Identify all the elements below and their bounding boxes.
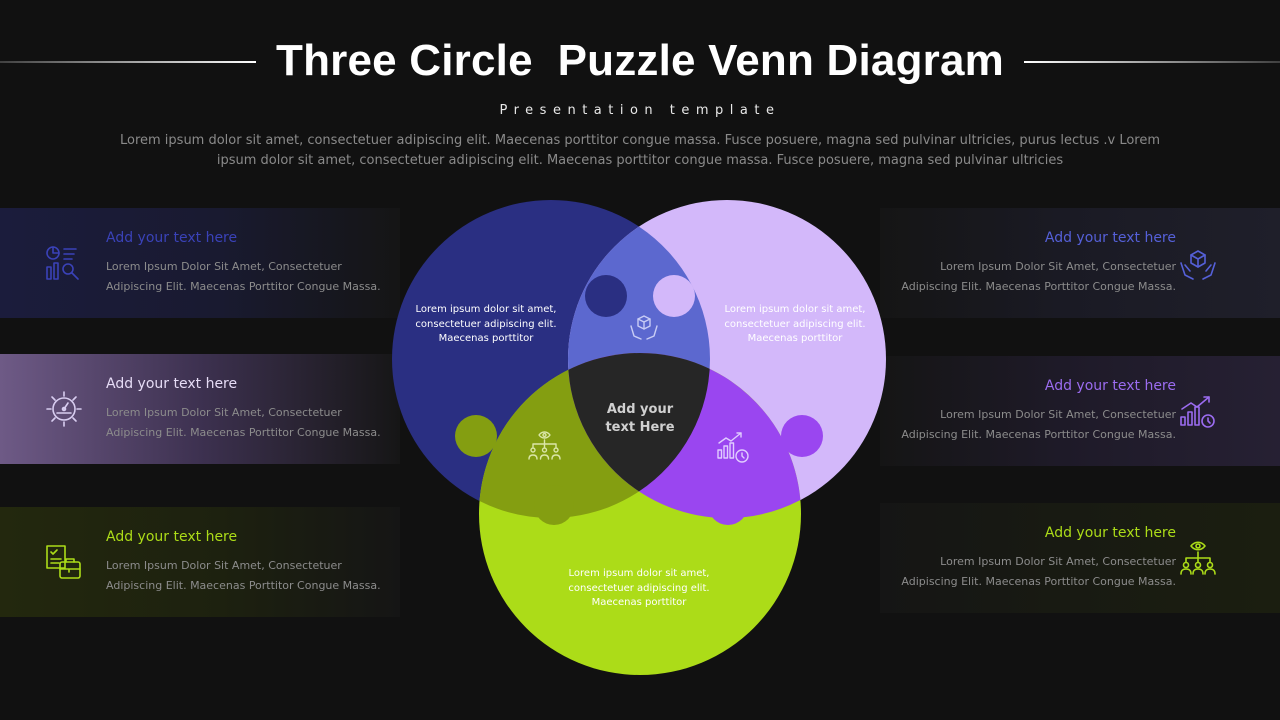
right-panel-3-line2: Adipiscing Elit. Maecenas Porttitor Cong…	[901, 575, 1176, 588]
left-panel-2-title: Add your text here	[106, 376, 238, 392]
circle-lavender-text: Lorem ipsum dolor sit amet, consectetuer…	[724, 304, 866, 344]
left-panel-2-body: Lorem Ipsum Dolor Sit Amet, Consectetuer…	[106, 403, 381, 443]
right-panel-2-title: Add your text here	[1044, 378, 1176, 394]
left-panel-1-body: Lorem Ipsum Dolor Sit Amet, Consectetuer…	[106, 257, 381, 297]
right-panel-3-title: Add your text here	[1044, 525, 1176, 541]
left-panel-2: Add your text here Lorem Ipsum Dolor Sit…	[0, 354, 400, 464]
growth-chart-clock-icon	[1180, 396, 1215, 428]
right-panel-2-line1: Lorem Ipsum Dolor Sit Amet, Consectetuer	[940, 408, 1176, 421]
left-panel-2-line1: Lorem Ipsum Dolor Sit Amet, Consectetuer	[106, 406, 342, 419]
puzzle-knob-olive-left	[455, 415, 497, 457]
gear-gauge-icon	[46, 391, 82, 427]
left-panel-1: Add your text here Lorem Ipsum Dolor Sit…	[0, 208, 400, 318]
analytics-report-icon	[46, 246, 79, 280]
circle-lime-text: Lorem ipsum dolor sit amet, consectetuer…	[568, 568, 710, 608]
left-panel-2-line2: Adipiscing Elit. Maecenas Porttitor Cong…	[106, 426, 381, 439]
right-panel-3-body: Lorem Ipsum Dolor Sit Amet, Consectetuer…	[901, 552, 1176, 592]
circle-blue-text: Lorem ipsum dolor sit amet, consectetuer…	[415, 304, 557, 344]
left-panel-3-title: Add your text here	[106, 529, 238, 545]
right-panel-2: Add your text here Lorem Ipsum Dolor Sit…	[880, 356, 1280, 466]
puzzle-knob-purple-bottom	[708, 485, 748, 525]
title-rule-left	[0, 61, 256, 63]
briefcase-checklist-icon	[46, 545, 81, 579]
puzzle-knob-olive-bottom	[534, 485, 574, 525]
hands-box-icon	[1180, 250, 1216, 280]
right-panel-2-body: Lorem Ipsum Dolor Sit Amet, Consectetuer…	[901, 405, 1176, 445]
right-panel-1-line1: Lorem Ipsum Dolor Sit Amet, Consectetuer	[940, 260, 1176, 273]
right-panel-3: Add your text here Lorem Ipsum Dolor Sit…	[880, 503, 1280, 613]
right-panel-2-line2: Adipiscing Elit. Maecenas Porttitor Cong…	[901, 428, 1176, 441]
right-panel-1-line2: Adipiscing Elit. Maecenas Porttitor Cong…	[901, 280, 1176, 293]
left-panel-3-body: Lorem Ipsum Dolor Sit Amet, Consectetuer…	[106, 556, 381, 596]
puzzle-knob-lavender-notch	[653, 275, 695, 317]
page-subtitle: Presentation template	[499, 103, 781, 118]
left-panel-1-line2: Adipiscing Elit. Maecenas Porttitor Cong…	[106, 280, 381, 293]
puzzle-knob-blue-notch	[585, 275, 627, 317]
right-panel-1: Add your text here Lorem Ipsum Dolor Sit…	[880, 208, 1280, 318]
left-panel-1-line1: Lorem Ipsum Dolor Sit Amet, Consectetuer	[106, 260, 342, 273]
left-panel-3-line2: Adipiscing Elit. Maecenas Porttitor Cong…	[106, 579, 381, 592]
team-vision-icon	[1180, 541, 1216, 575]
right-panel-3-line1: Lorem Ipsum Dolor Sit Amet, Consectetuer	[940, 555, 1176, 568]
hands-box-icon	[630, 315, 658, 340]
center-title: Add your text Here	[605, 402, 675, 435]
right-panel-1-body: Lorem Ipsum Dolor Sit Amet, Consectetuer…	[901, 257, 1176, 297]
left-panel-3: Add your text here Lorem Ipsum Dolor Sit…	[0, 507, 400, 617]
intro-paragraph: Lorem ipsum dolor sit amet, consectetuer…	[119, 133, 1161, 168]
puzzle-knob-purple-right	[781, 415, 823, 457]
left-panel-1-title: Add your text here	[106, 230, 238, 246]
team-vision-icon	[528, 431, 561, 460]
left-panel-3-line1: Lorem Ipsum Dolor Sit Amet, Consectetuer	[106, 559, 342, 572]
title-rule-right	[1024, 61, 1280, 63]
right-panel-1-title: Add your text here	[1044, 230, 1176, 246]
growth-chart-clock-icon	[717, 432, 749, 463]
page-title: Three Circle Puzzle Venn Diagram	[276, 36, 1004, 85]
